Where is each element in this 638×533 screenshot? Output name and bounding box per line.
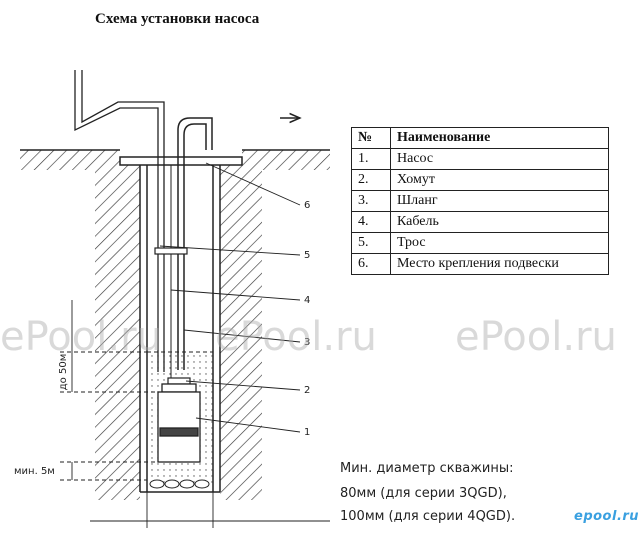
legend-row-name: Хомут (390, 169, 609, 191)
hose-outlet (177, 118, 300, 370)
ground-hatching (20, 149, 330, 500)
legend-row-num: 2. (351, 169, 391, 191)
gravel (149, 479, 210, 489)
legend-row: 4. Кабель (351, 211, 609, 233)
legend-row-num: 5. (351, 232, 391, 254)
legend-row-num: 6. (351, 253, 391, 275)
diagram-title: Схема установки насоса (95, 11, 260, 27)
rope (74, 70, 165, 372)
callout-3: 3 (304, 337, 310, 348)
series-4qgd-note: 100мм (для серии 4QGD). (340, 509, 516, 524)
dimension-lines (60, 300, 330, 528)
pump-body (157, 383, 201, 463)
callout-leaders (159, 162, 301, 433)
legend-row-name: Насос (390, 148, 609, 170)
callout-numbers: 6 5 4 3 2 1 (304, 200, 310, 438)
min-diameter-note: Мин. диаметр скважины: (340, 461, 514, 476)
legend-row: 2. Хомут (351, 169, 609, 191)
callout-1: 1 (304, 427, 310, 438)
depth-dimension-label: до 50м (58, 354, 69, 390)
legend-row-num: 4. (351, 211, 391, 233)
legend-row: 1. Насос (351, 148, 609, 170)
min-depth-label: мин. 5м (14, 466, 55, 477)
legend-row-num: 1. (351, 148, 391, 170)
legend-row-name: Трос (390, 232, 609, 254)
callout-2: 2 (304, 385, 310, 396)
legend-row-name: Место крепления подвески (390, 253, 609, 275)
legend-row: 6. Место крепления подвески (351, 253, 609, 275)
callout-5: 5 (304, 250, 310, 261)
legend-row: 5. Трос (351, 232, 609, 254)
legend-table: № Наименование 1. Насос 2. Хомут 3. Шлан… (351, 127, 609, 275)
series-3qgd-note: 80мм (для серии 3QGD), (340, 486, 507, 501)
legend-row-name: Шланг (390, 190, 609, 212)
legend-row-num: 3. (351, 190, 391, 212)
callout-6: 6 (304, 200, 310, 211)
legend-row: 3. Шланг (351, 190, 609, 212)
legend-header-row: № Наименование (351, 127, 609, 149)
legend-header-num: № (351, 127, 391, 149)
callout-4: 4 (304, 295, 310, 306)
site-logo: epool.ru (574, 509, 638, 524)
legend-header-name: Наименование (390, 127, 609, 149)
legend-row-name: Кабель (390, 211, 609, 233)
